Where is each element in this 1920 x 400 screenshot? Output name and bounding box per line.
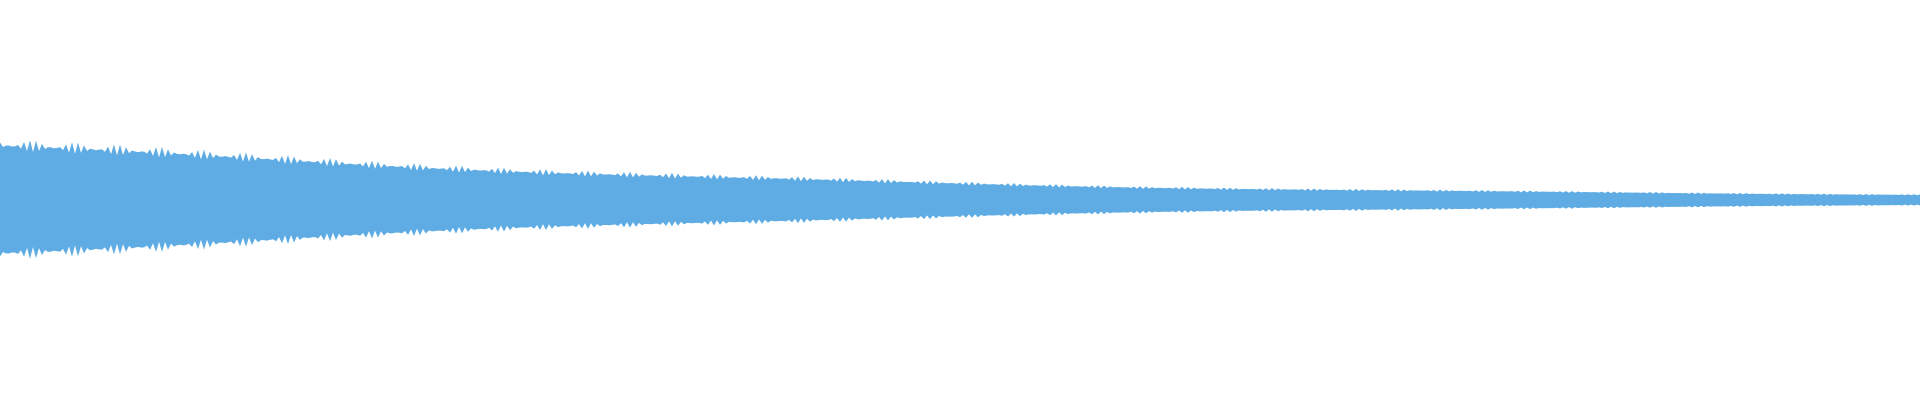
- waveform-shape: [0, 140, 1920, 259]
